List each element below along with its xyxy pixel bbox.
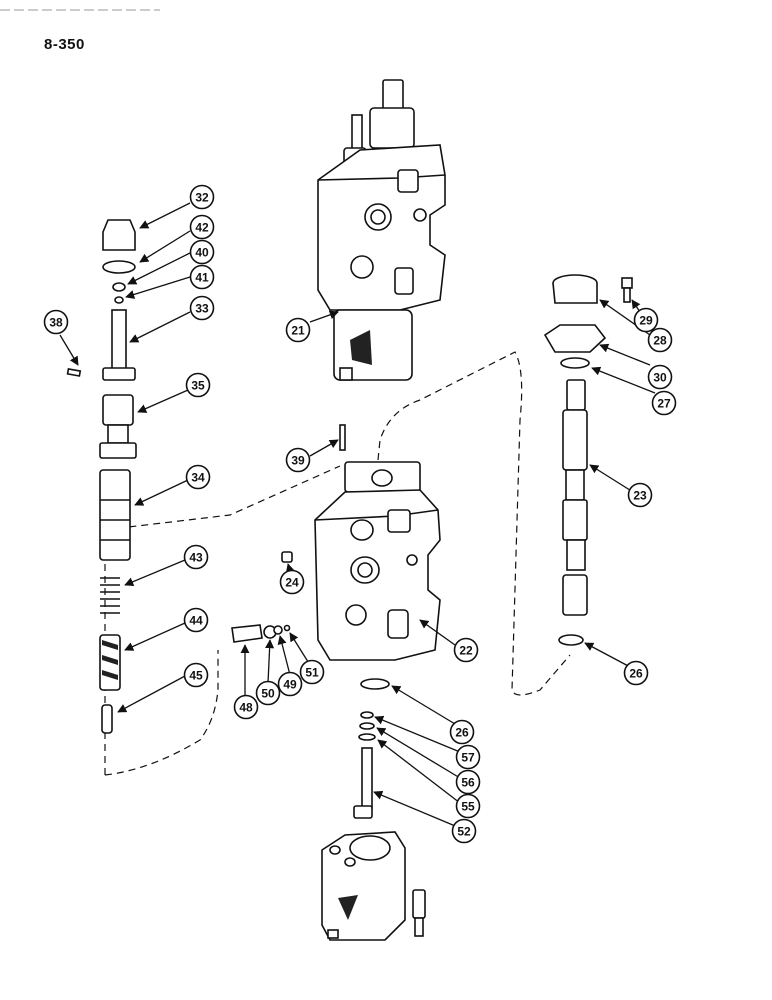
left-spool-stack: [66, 219, 137, 734]
callout-27: 27: [651, 390, 677, 416]
scan-top-edge: [0, 0, 772, 11]
callout-33: 33: [189, 295, 215, 321]
callout-label: 45: [189, 669, 203, 683]
callout-38: 38: [43, 309, 69, 335]
callout-label: 28: [653, 334, 667, 348]
callout-bubbles: 32 42 40 41 33 38 35 34 43 44 45 21 39 24 22 48 50 49 51 29…: [43, 184, 677, 844]
callout-50: 50: [255, 680, 281, 706]
callout-label: 42: [195, 221, 209, 235]
leader-lines: [59, 202, 656, 829]
callout-label: 33: [195, 302, 209, 316]
callout-label: 39: [291, 454, 305, 468]
callout-label: 57: [461, 751, 475, 765]
left-assembly-line: [104, 465, 341, 775]
callout-24: 24: [279, 569, 305, 595]
right-assembly-line: [377, 351, 571, 696]
callout-30: 30: [647, 364, 673, 390]
callout-label: 50: [261, 687, 275, 701]
callout-22: 22: [453, 637, 479, 663]
callout-label: 30: [653, 371, 667, 385]
callout-28: 28: [647, 327, 673, 353]
callout-label: 44: [189, 614, 203, 628]
page-code: 8-350: [44, 36, 85, 53]
callout-26: 26: [449, 719, 475, 745]
callout-41: 41: [189, 264, 215, 290]
small-parts: [231, 424, 390, 819]
callout-32: 32: [189, 184, 215, 210]
callout-label: 22: [459, 644, 473, 658]
right-spool-stack: [543, 274, 633, 646]
callout-label: 27: [657, 397, 671, 411]
valve-section-upper: [317, 79, 446, 381]
callout-label: 56: [461, 776, 475, 790]
callout-label: 52: [457, 825, 471, 839]
left-lower-assembly-line: [104, 650, 219, 776]
callout-label: 29: [639, 314, 653, 328]
callout-55: 55: [455, 793, 481, 819]
callout-44: 44: [183, 607, 209, 633]
callout-21: 21: [285, 317, 311, 343]
callout-label: 41: [195, 271, 209, 285]
callout-57: 57: [455, 744, 481, 770]
callout-label: 51: [305, 666, 319, 680]
callout-35: 35: [185, 372, 211, 398]
end-cover: [321, 831, 426, 941]
callout-23: 23: [627, 482, 653, 508]
callout-label: 26: [455, 726, 469, 740]
callout-43: 43: [183, 544, 209, 570]
callout-26: 26: [623, 660, 649, 686]
callout-34: 34: [185, 464, 211, 490]
callout-52: 52: [451, 818, 477, 844]
callout-label: 38: [49, 316, 63, 330]
callout-label: 32: [195, 191, 209, 205]
callout-48: 48: [233, 694, 259, 720]
callout-label: 26: [629, 667, 643, 681]
callout-label: 23: [633, 489, 647, 503]
callout-40: 40: [189, 239, 215, 265]
callout-label: 49: [283, 678, 297, 692]
callout-49: 49: [277, 671, 303, 697]
callout-label: 40: [195, 246, 209, 260]
callout-45: 45: [183, 662, 209, 688]
callout-39: 39: [285, 447, 311, 473]
callout-label: 21: [291, 324, 305, 338]
callout-label: 55: [461, 800, 475, 814]
callout-42: 42: [189, 214, 215, 240]
callout-56: 56: [455, 769, 481, 795]
callout-51: 51: [299, 659, 325, 685]
callout-label: 43: [189, 551, 203, 565]
callout-label: 35: [191, 379, 205, 393]
callout-label: 48: [239, 701, 253, 715]
callout-29: 29: [633, 307, 659, 333]
callout-label: 24: [285, 576, 299, 590]
callout-label: 34: [191, 471, 205, 485]
valve-section-middle: [314, 461, 441, 661]
